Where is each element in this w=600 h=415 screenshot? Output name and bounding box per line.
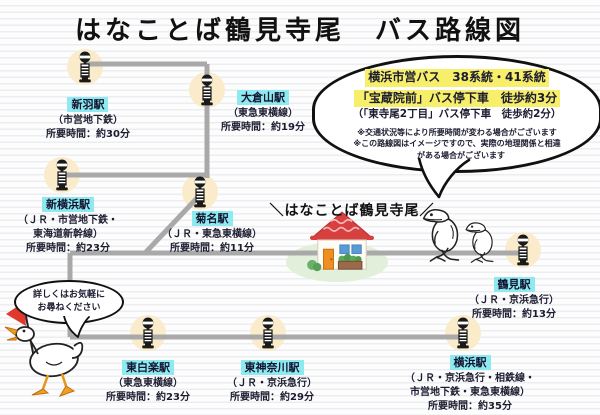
station-lines: （東急東横線） — [112, 378, 183, 390]
station-lines: 東海道新幹線） — [33, 229, 103, 241]
inquiry-line-1: 詳しくはお気軽に — [32, 289, 105, 300]
traffic-note: ※交通状況等により所要時間が変わる場合がございます — [357, 127, 557, 137]
station-time: 所要時間：約11分 — [170, 243, 254, 255]
bus-stop-icon — [516, 234, 530, 266]
station-yokohama: 横浜駅 （ＪＲ・京浜急行・相鉄線・ 市営地下鉄・東急東横線） 所要時間：約35分 — [405, 350, 535, 414]
station-higashi-kanagawa: 東神奈川駅 （ＪＲ・京浜急行） 所要時間：約29分 — [227, 355, 317, 405]
station-time: 所要時間：約29分 — [230, 392, 314, 404]
station-lines: （ＪＲ・京浜急行） — [469, 295, 559, 307]
station-tsurumi: 鶴見駅 （ＪＲ・京浜急行） 所要時間：約13分 — [469, 272, 559, 322]
bus-stop-icon — [261, 317, 275, 349]
bus-info-bubble: 横浜市営バス 38系統・41系統 「宝蔵院前」バス停下車 徒歩約3分 （「東寺尾… — [312, 55, 600, 173]
station-lines: 市営地下鉄・東急東横線） — [410, 387, 530, 399]
station-lines: （ＪＲ・市営地下鉄・ — [18, 215, 118, 227]
station-lines: （ＪＲ・東急東横線） — [162, 229, 262, 241]
inquiry-bubble-tail — [63, 316, 90, 338]
station-time: 所要時間：約23分 — [26, 243, 110, 255]
frog-illustration-large — [422, 209, 460, 262]
bus-stop-icon — [193, 176, 207, 208]
bus-stop-icon — [78, 51, 92, 83]
station-higashi-hakuraku: 東白楽駅 （東急東横線） 所要時間：約23分 — [106, 355, 190, 405]
map-disclaimer-note-2: がある場合がございます — [409, 151, 505, 161]
station-time: 所要時間：約23分 — [106, 392, 190, 404]
house-icon — [307, 211, 374, 272]
alt-bus-stop-info: （「東寺尾2丁目」バス停下車 徒歩約2分） — [352, 108, 562, 121]
station-time: 所要時間：約19分 — [221, 122, 305, 134]
station-lines: （東急東横線） — [227, 108, 298, 120]
bus-stop-walk-info: 「宝蔵院前」バス停下車 徒歩約3分 — [353, 89, 561, 108]
station-name: 新羽駅 — [67, 97, 109, 113]
station-okurayama: 大倉山駅 （東急東横線） 所要時間：約19分 — [221, 85, 305, 135]
bubble-tail — [417, 158, 471, 199]
station-lines: （ＪＲ・京浜急行） — [227, 378, 317, 390]
bus-stop-icon — [55, 159, 69, 191]
station-lines: （ＪＲ・京浜急行・相鉄線・ — [405, 373, 535, 385]
station-name: 大倉山駅 — [236, 90, 289, 106]
station-name: 新横浜駅 — [42, 197, 94, 213]
station-name: 菊名駅 — [191, 211, 233, 227]
station-shin-yokohama: 新横浜駅 （ＪＲ・市営地下鉄・ 東海道新幹線） 所要時間：約23分 — [18, 192, 118, 256]
inquiry-line-2: お尋ねください — [37, 303, 101, 313]
station-nippa: 新羽駅 （市営地下鉄） 所要時間：約30分 — [46, 92, 130, 142]
facility-label: ＼はなことば鶴見寺尾／ — [269, 203, 435, 219]
station-name: 東白楽駅 — [121, 360, 174, 376]
page-title: はなことば鶴見寺尾 バス路線図 — [74, 16, 525, 46]
station-name: 東神奈川駅 — [240, 360, 304, 376]
frog-illustration-small — [465, 222, 494, 263]
station-time: 所要時間：約35分 — [428, 401, 512, 413]
station-time: 所要時間：約30分 — [46, 129, 130, 141]
station-time: 所要時間：約13分 — [472, 309, 556, 321]
station-name: 鶴見駅 — [493, 277, 535, 293]
station-lines: （市営地下鉄） — [52, 115, 123, 127]
station-kikuna: 菊名駅 （ＪＲ・東急東横線） 所要時間：約11分 — [162, 206, 262, 256]
map-disclaimer-note: ※この路線図はイメージですので、実際の地理関係と相違 — [353, 139, 561, 149]
station-name: 横浜駅 — [449, 355, 491, 371]
bus-stop-icon — [200, 74, 214, 106]
bus-route-numbers: 横浜市営バス 38系統・41系統 — [365, 69, 549, 87]
bus-stop-icon — [141, 317, 155, 349]
